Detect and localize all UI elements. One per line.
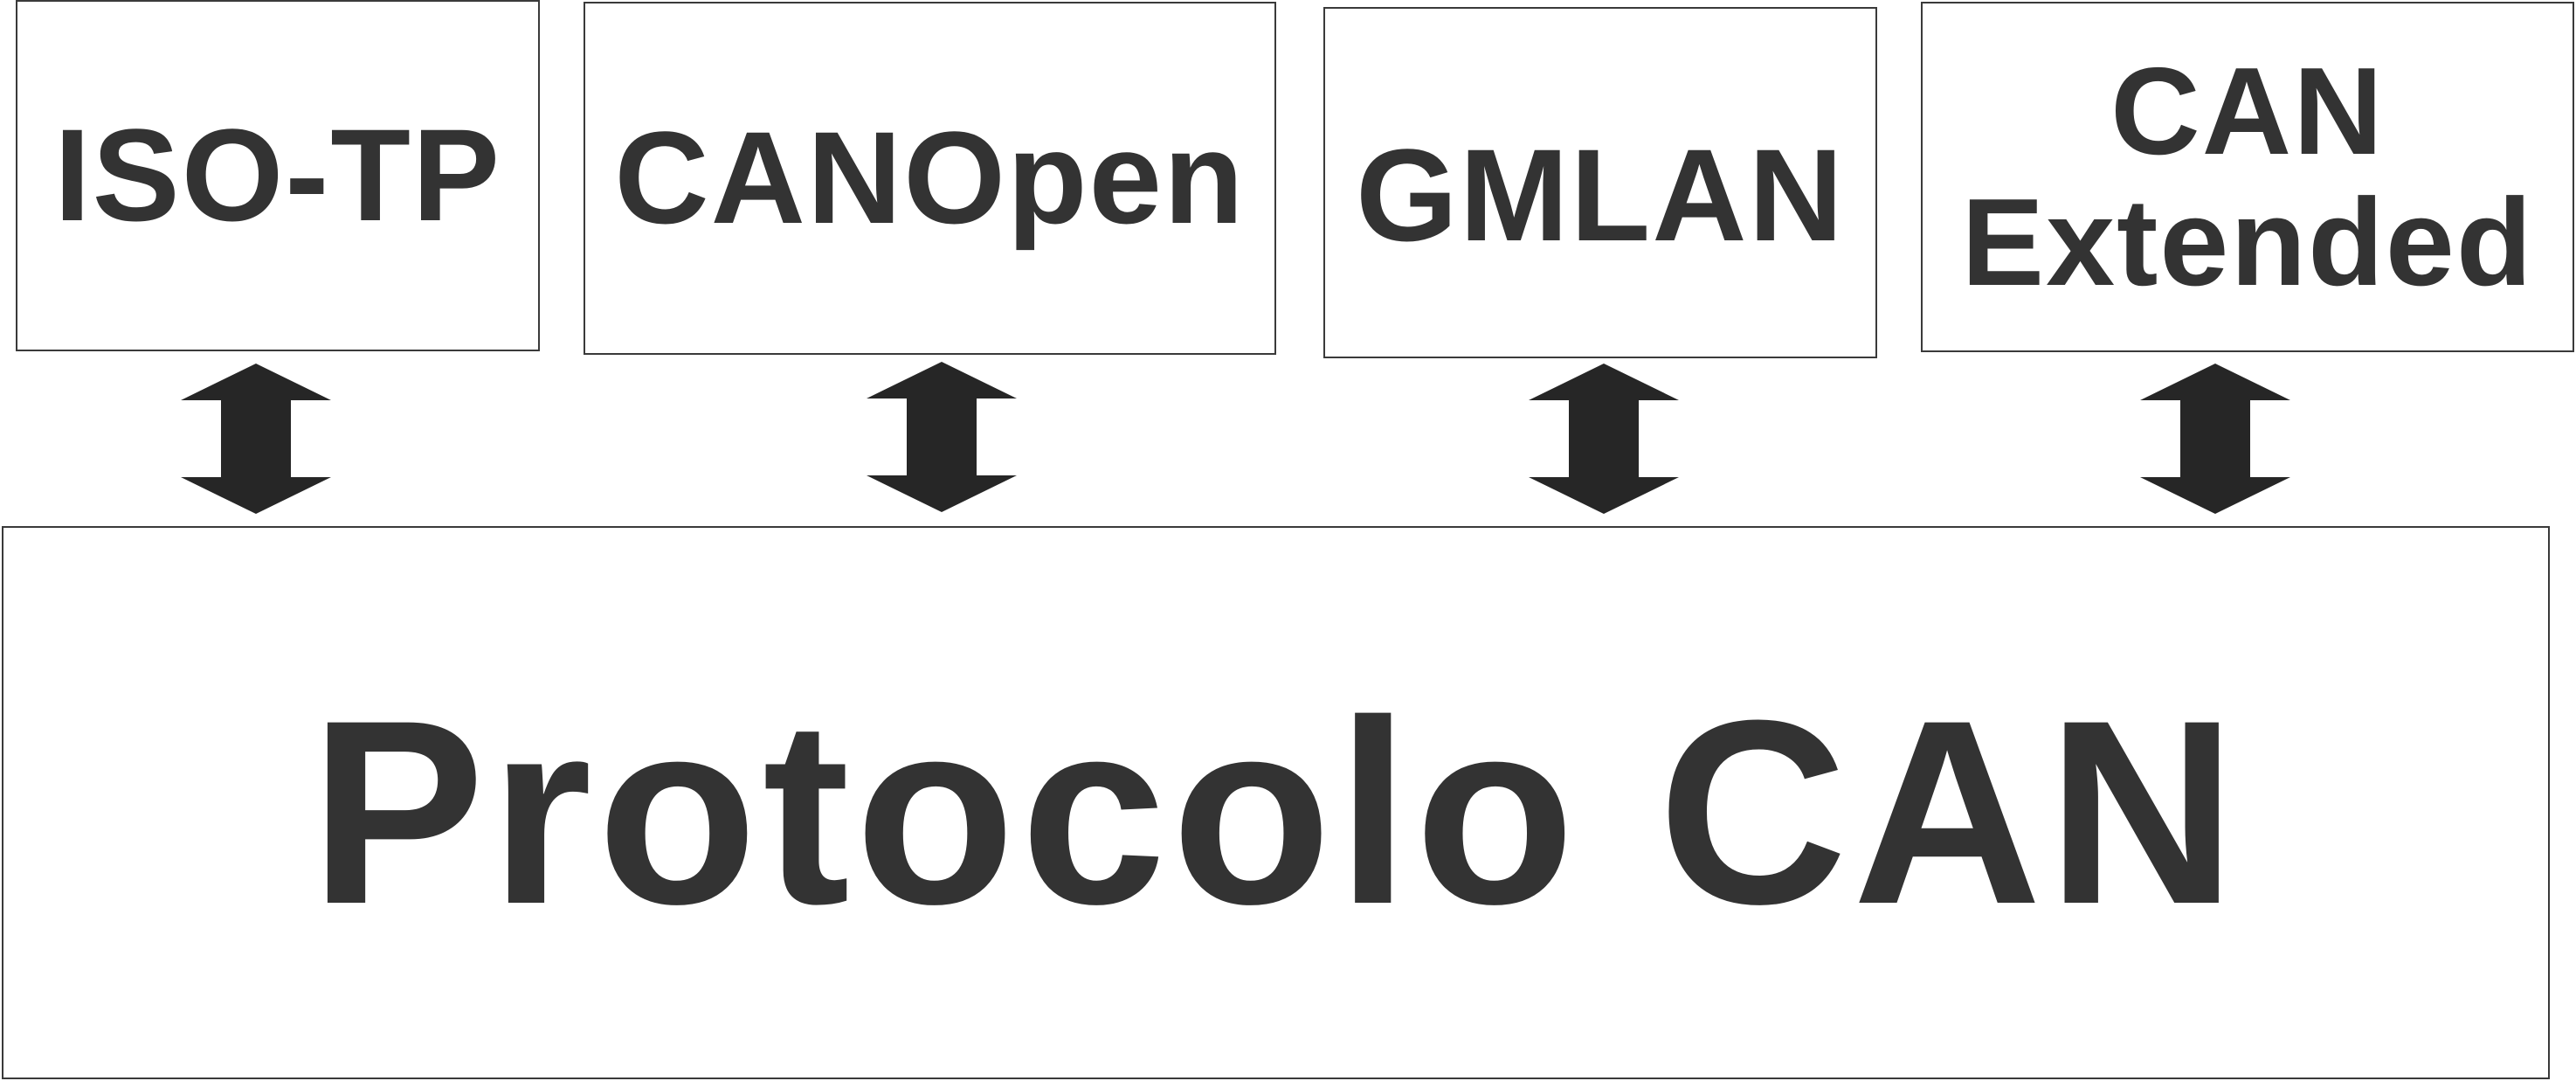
protocol-label-canopen: CANOpen <box>614 104 1246 252</box>
protocol-label-gmlan: GMLAN <box>1356 121 1845 269</box>
protocol-box-iso-tp: ISO-TP <box>16 0 540 351</box>
double-arrow-vertical-icon <box>863 358 1020 516</box>
protocol-label-can-extended: CAN Extended <box>1961 42 2534 312</box>
protocol-box-canopen: CANOpen <box>584 2 1276 355</box>
double-arrow-vertical-icon <box>2137 360 2294 517</box>
protocol-box-can-extended: CAN Extended <box>1921 2 2574 352</box>
base-protocol-box: Protocolo CAN <box>2 526 2550 1079</box>
double-arrow-vertical-icon <box>1525 360 1682 517</box>
base-protocol-label: Protocolo CAN <box>309 664 2242 959</box>
double-arrow-vertical-icon <box>177 360 335 517</box>
protocol-label-iso-tp: ISO-TP <box>53 101 502 249</box>
protocol-box-gmlan: GMLAN <box>1323 7 1877 358</box>
